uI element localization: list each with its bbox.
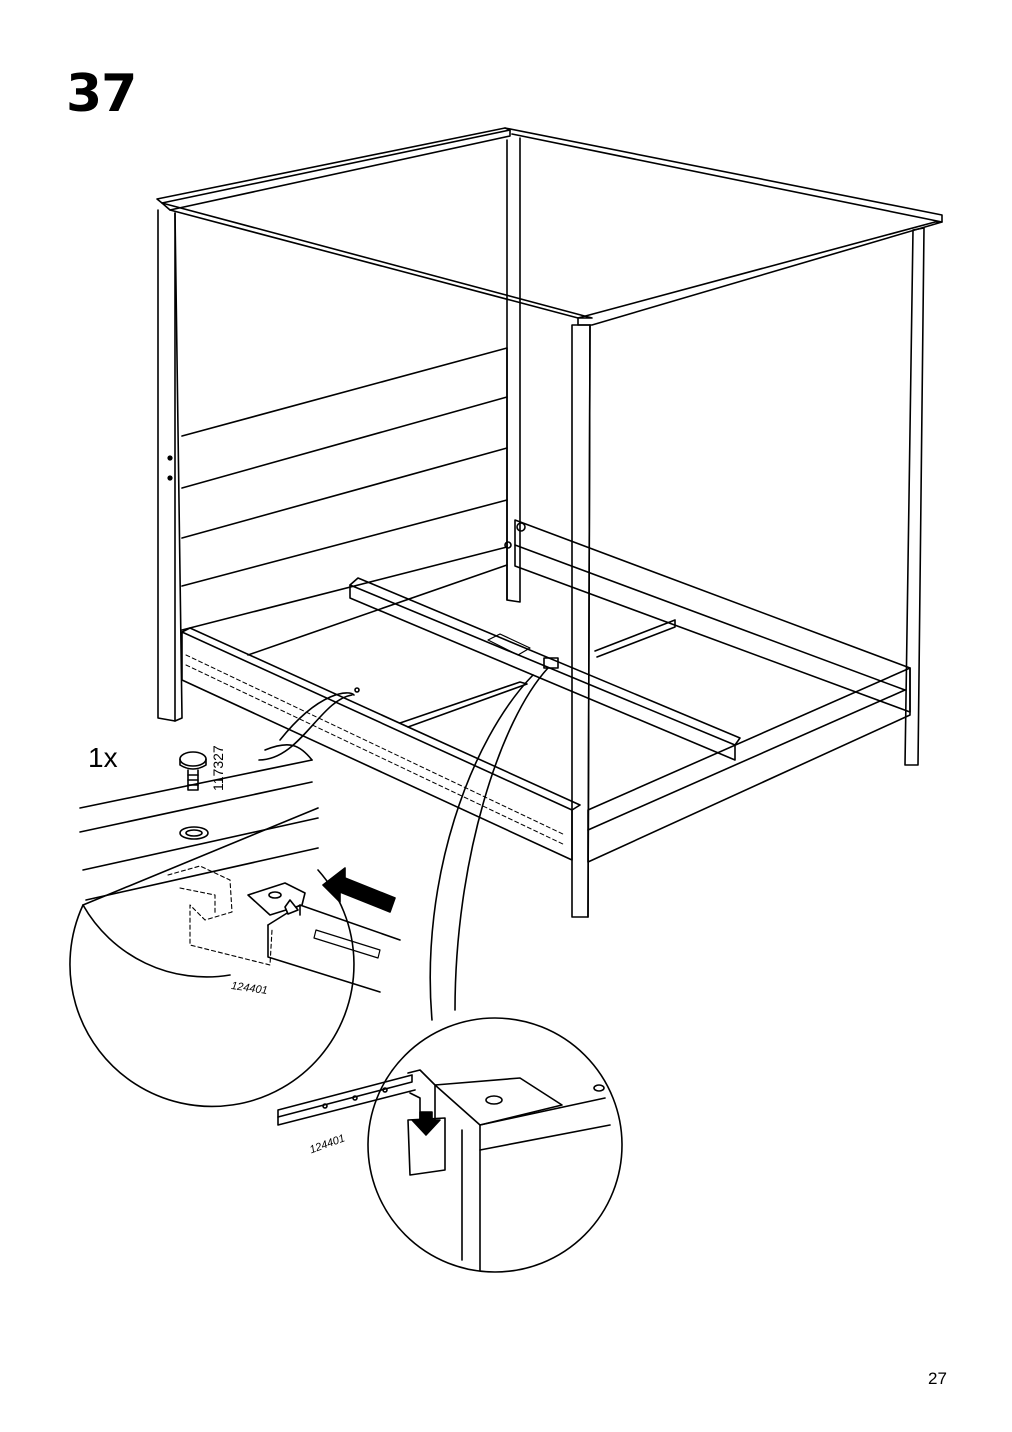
bed-rails bbox=[181, 519, 911, 863]
canopy-frame bbox=[156, 127, 943, 918]
callout-a-detail bbox=[69, 692, 401, 1108]
headboard bbox=[167, 347, 508, 631]
quantity-label: 1x bbox=[88, 742, 118, 773]
page-number: 27 bbox=[928, 1369, 947, 1388]
screw-part-number: 117327 bbox=[210, 745, 226, 791]
callout-b-detail bbox=[277, 667, 623, 1273]
step-number: 37 bbox=[66, 64, 137, 124]
